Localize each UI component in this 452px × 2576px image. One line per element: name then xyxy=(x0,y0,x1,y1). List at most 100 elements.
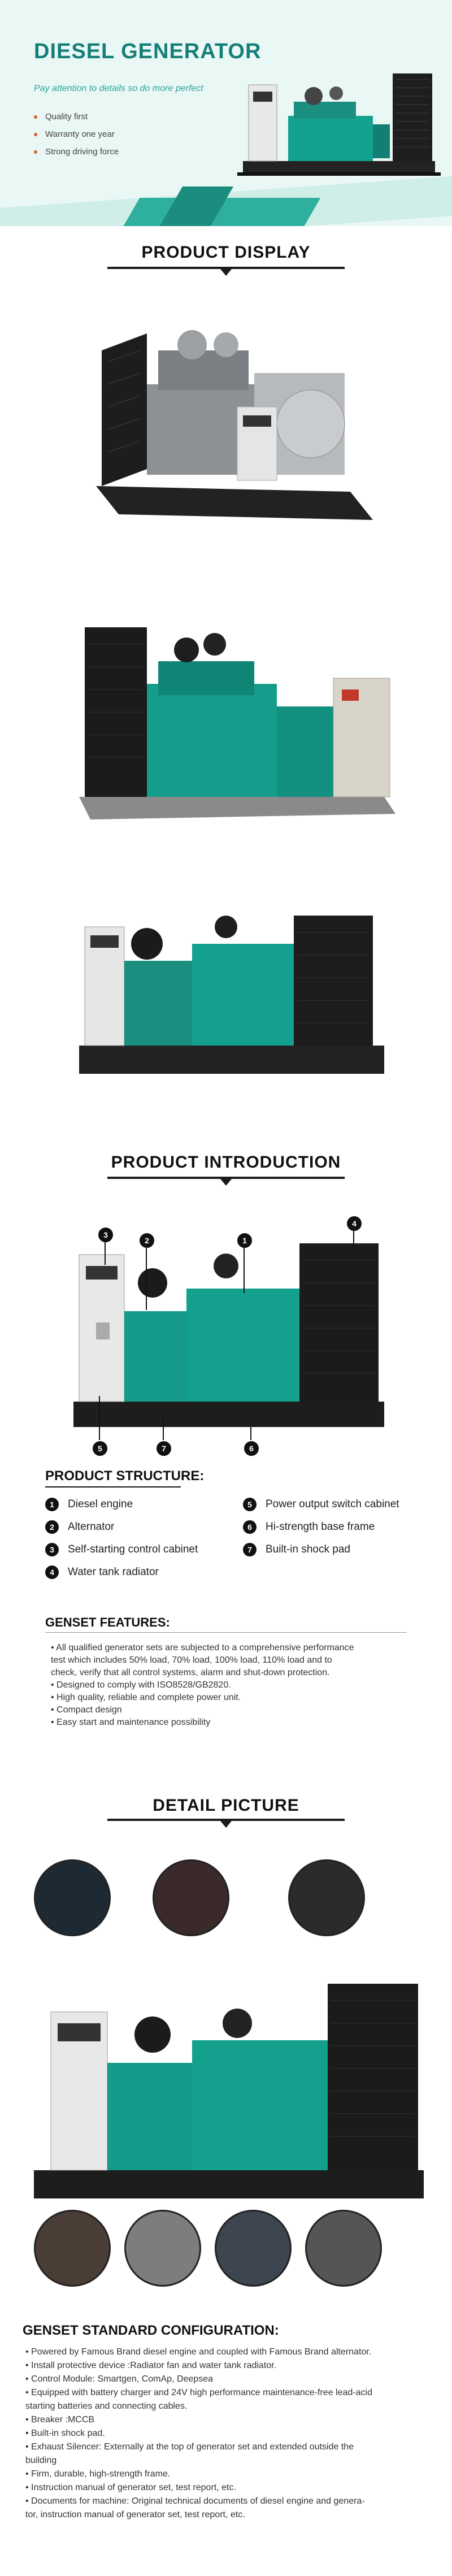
hero-bullet: Quality first xyxy=(34,112,119,122)
marker-line xyxy=(146,1248,147,1310)
feature-line: test which includes 50% load, 70% load, … xyxy=(51,1655,332,1665)
detail-callout-fuel-part xyxy=(305,2210,382,2287)
config-line: • Equipped with battery charger and 24V … xyxy=(25,2388,372,2397)
section-heading-display: PRODUCT DISPLAY xyxy=(0,243,452,262)
number-badge: 3 xyxy=(45,1543,59,1556)
dot-icon xyxy=(34,132,37,136)
structure-item: 6 Hi-strength base frame xyxy=(243,1520,375,1534)
number-badge: 1 xyxy=(45,1498,59,1511)
feature-line: • High quality, reliable and complete po… xyxy=(51,1693,241,1702)
heading-notch xyxy=(220,1179,232,1186)
number-badge: 2 xyxy=(45,1520,59,1534)
structure-item: 7 Built-in shock pad xyxy=(243,1543,350,1556)
marker-1: 1 xyxy=(236,1232,253,1249)
feature-line: • Compact design xyxy=(51,1705,122,1715)
structure-item: 2 Alternator xyxy=(45,1520,114,1534)
section-title: PRODUCT INTRODUCTION xyxy=(111,1153,341,1172)
heading-notch xyxy=(220,269,232,276)
structure-item: 5 Power output switch cabinet xyxy=(243,1498,399,1511)
generator-icon xyxy=(237,73,441,176)
marker-3: 3 xyxy=(97,1226,114,1243)
config-title: GENSET STANDARD CONFIGURATION: xyxy=(23,2323,279,2338)
structure-item-label: Diesel engine xyxy=(68,1498,133,1510)
feature-line: check, verify that all control systems, … xyxy=(51,1668,330,1677)
hero-bullet-list: Quality first Warranty one year Strong d… xyxy=(34,112,119,164)
number-badge: 4 xyxy=(45,1565,59,1579)
detail-main-image xyxy=(34,1984,424,2198)
feature-line: • Designed to comply with ISO8528/GB2820… xyxy=(51,1680,231,1690)
structure-item: 3 Self-starting control cabinet xyxy=(45,1543,198,1556)
config-line: • Built-in shock pad. xyxy=(25,2428,105,2438)
section-heading-intro: PRODUCT INTRODUCTION xyxy=(0,1153,452,1172)
hero-subtitle: Pay attention to details so do more perf… xyxy=(34,84,203,93)
structure-item-label: Alternator xyxy=(68,1521,115,1533)
hero-bullet: Warranty one year xyxy=(34,129,119,139)
hero-banner: DIESEL GENERATOR Pay attention to detail… xyxy=(0,0,452,226)
structure-title: PRODUCT STRUCTURE: xyxy=(45,1468,205,1484)
section-heading-detail: DETAIL PICTURE xyxy=(0,1796,452,1815)
structure-item: 1 Diesel engine xyxy=(45,1498,133,1511)
dot-icon xyxy=(34,150,37,154)
config-list: • Powered by Famous Brand diesel engine … xyxy=(25,2345,432,2522)
marker-line xyxy=(353,1231,354,1248)
section-title: PRODUCT DISPLAY xyxy=(141,243,311,262)
structure-item-label: Self-starting control cabinet xyxy=(68,1543,198,1555)
dot-icon xyxy=(34,115,37,119)
product-image-1 xyxy=(96,330,373,520)
hero-title: DIESEL GENERATOR xyxy=(34,40,262,63)
config-line: • Instruction manual of generator set, t… xyxy=(25,2483,236,2492)
number-badge: 5 xyxy=(243,1498,257,1511)
config-line: • Documents for machine: Original techni… xyxy=(25,2496,365,2506)
structure-item-label: Water tank radiator xyxy=(68,1566,159,1578)
product-image-2 xyxy=(79,627,395,819)
features-list: • All qualified generator sets are subje… xyxy=(51,1642,412,1729)
config-line: • Breaker :MCCB xyxy=(25,2415,95,2425)
heading-rule-bar xyxy=(107,1177,345,1179)
marker-5: 5 xyxy=(92,1440,108,1457)
detail-callout-shock-pad xyxy=(124,2210,201,2287)
marker-4: 4 xyxy=(346,1215,363,1232)
marker-2: 2 xyxy=(138,1232,155,1249)
detail-callout-part xyxy=(34,2210,111,2287)
heading-rule-bar xyxy=(107,267,345,269)
product-intro-figure: 3 2 1 4 5 7 6 xyxy=(56,1209,395,1458)
section-title: DETAIL PICTURE xyxy=(153,1796,299,1815)
features-title: GENSET FEATURES: xyxy=(45,1615,170,1629)
feature-line: • Easy start and maintenance possibility xyxy=(51,1718,211,1727)
features-rule xyxy=(45,1632,407,1633)
config-line: • Install protective device :Radiator fa… xyxy=(25,2361,277,2370)
detail-figure xyxy=(23,1859,429,2289)
structure-item-label: Power output switch cabinet xyxy=(266,1498,399,1510)
config-line: • Powered by Famous Brand diesel engine … xyxy=(25,2347,372,2357)
structure-rule xyxy=(45,1486,181,1488)
detail-callout-component xyxy=(215,2210,292,2287)
config-line: • Exhaust Silencer: Externally at the to… xyxy=(25,2442,354,2452)
config-line: tor, instruction manual of generator set… xyxy=(25,2510,245,2519)
config-line: starting batteries and connecting cables… xyxy=(25,2401,188,2411)
heading-notch xyxy=(220,1821,232,1828)
structure-item-label: Built-in shock pad xyxy=(266,1543,350,1555)
config-line: building xyxy=(25,2456,57,2465)
detail-callout-switches xyxy=(288,1859,365,1936)
product-image-3 xyxy=(79,916,384,1074)
config-line: • Firm, durable, high-strength frame. xyxy=(25,2469,171,2479)
feature-line: • All qualified generator sets are subje… xyxy=(51,1643,354,1653)
structure-item-label: Hi-strength base frame xyxy=(266,1521,375,1533)
marker-line xyxy=(163,1419,164,1440)
marker-line xyxy=(99,1396,100,1440)
marker-7: 7 xyxy=(155,1440,172,1457)
number-badge: 7 xyxy=(243,1543,257,1556)
detail-callout-control-panel xyxy=(34,1859,111,1936)
product-intro-image xyxy=(73,1243,384,1427)
detail-callout-breaker xyxy=(153,1859,229,1936)
marker-line xyxy=(105,1242,106,1265)
heading-rule-bar xyxy=(107,1819,345,1821)
number-badge: 6 xyxy=(243,1520,257,1534)
structure-item: 4 Water tank radiator xyxy=(45,1565,159,1579)
marker-line xyxy=(244,1248,245,1293)
marker-line xyxy=(250,1427,251,1440)
config-line: • Control Module: Smartgen, ComAp, Deeps… xyxy=(25,2374,213,2384)
marker-6: 6 xyxy=(243,1440,260,1457)
hero-bullet: Strong driving force xyxy=(34,147,119,157)
